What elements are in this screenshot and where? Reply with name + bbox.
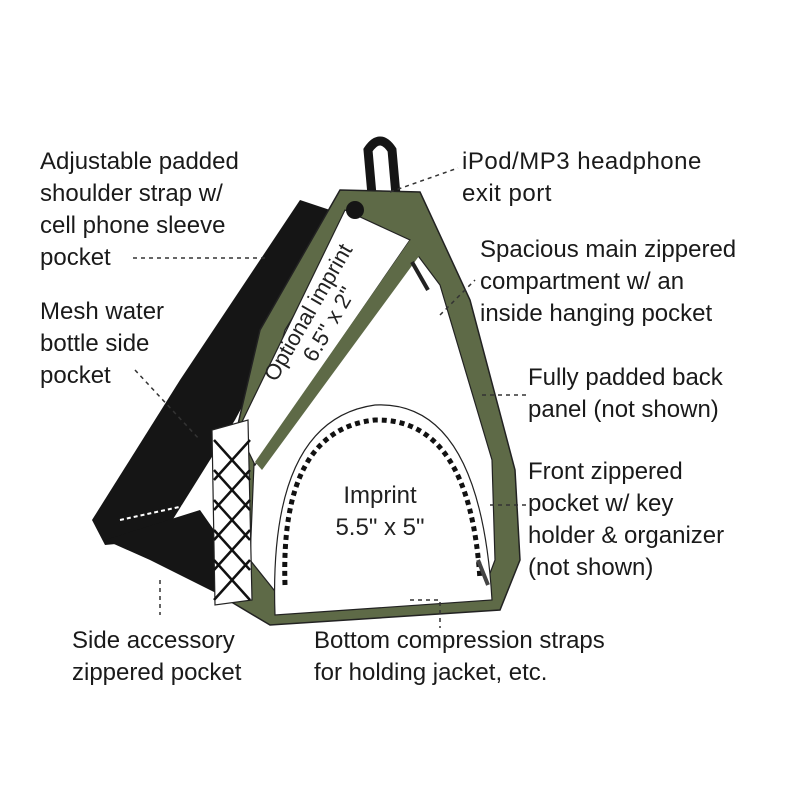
zipper-pull <box>476 559 490 586</box>
zipper <box>410 261 430 291</box>
shoulder-strap <box>92 200 345 545</box>
label-back-panel: Fully padded back panel (not shown) <box>528 364 723 423</box>
label-mesh-pocket: Mesh water bottle side pocket <box>40 298 165 389</box>
leader-headphone <box>389 167 459 193</box>
leader-bottom <box>410 599 441 628</box>
top-handle <box>363 136 401 196</box>
front-pocket-zipper <box>282 417 483 586</box>
leader-main <box>439 279 476 316</box>
mesh-pattern <box>213 439 251 601</box>
label-side-pocket: Side accessory zippered pocket <box>72 627 242 686</box>
label-bottom-straps: Bottom compression straps for holding ja… <box>314 627 605 686</box>
green-divider-strip <box>255 240 422 470</box>
label-front-pocket: Front zippered pocket w/ key holder & or… <box>528 458 725 581</box>
mesh-pocket <box>211 419 253 606</box>
label-headphone-port: iPod/MP3 headphone exit port <box>462 148 702 207</box>
leader-lines <box>133 167 528 628</box>
label-shoulder-strap: Adjustable padded shoulder strap w/ cell… <box>40 148 239 271</box>
strap-lower <box>105 510 235 600</box>
imprint-band <box>237 209 411 467</box>
imprint-size: 5.5" x 5" <box>335 514 424 541</box>
label-main-compartment: Spacious main zippered compartment w/ an… <box>480 236 737 327</box>
strap-stitching <box>119 497 221 521</box>
front-pocket <box>273 404 493 616</box>
headphone-port <box>346 201 364 219</box>
imprint-text: Imprint <box>343 482 417 509</box>
